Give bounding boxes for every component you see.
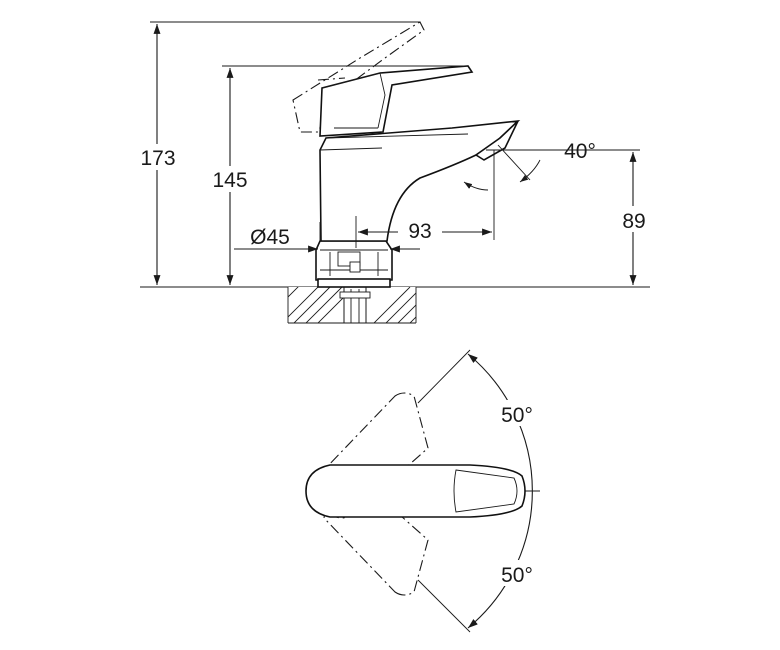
- dim-lever-rotation-right-label: 50°: [501, 564, 533, 587]
- dimension-total-height: 173: [130, 21, 420, 285]
- countertop-section: [287, 286, 417, 324]
- dim-spout-reach-label: 93: [408, 220, 431, 243]
- dim-base-diameter-label: Ø45: [250, 226, 290, 249]
- dim-spout-height-label: 89: [622, 210, 645, 233]
- side-elevation-view: 173 145 Ø45 93: [130, 21, 658, 324]
- dim-lever-rotation-left-label: 50°: [501, 404, 533, 427]
- lever-top-view: [305, 464, 526, 518]
- dim-total-height-label: 173: [140, 147, 175, 170]
- dimension-lever-height: 145: [205, 65, 468, 285]
- dim-spout-angle-label: 40°: [564, 140, 596, 163]
- dimension-base-diameter: Ø45: [234, 222, 420, 253]
- dimension-spout-height: 89: [610, 152, 658, 285]
- dimension-spout-angle: 40°: [463, 140, 640, 191]
- faucet-body: [315, 65, 521, 288]
- top-plan-view: 50° 50°: [305, 349, 546, 633]
- dim-lever-height-label: 145: [212, 169, 247, 192]
- dimension-spout-reach: 93: [355, 150, 495, 248]
- lever-raised-ghost-outline: [292, 21, 425, 133]
